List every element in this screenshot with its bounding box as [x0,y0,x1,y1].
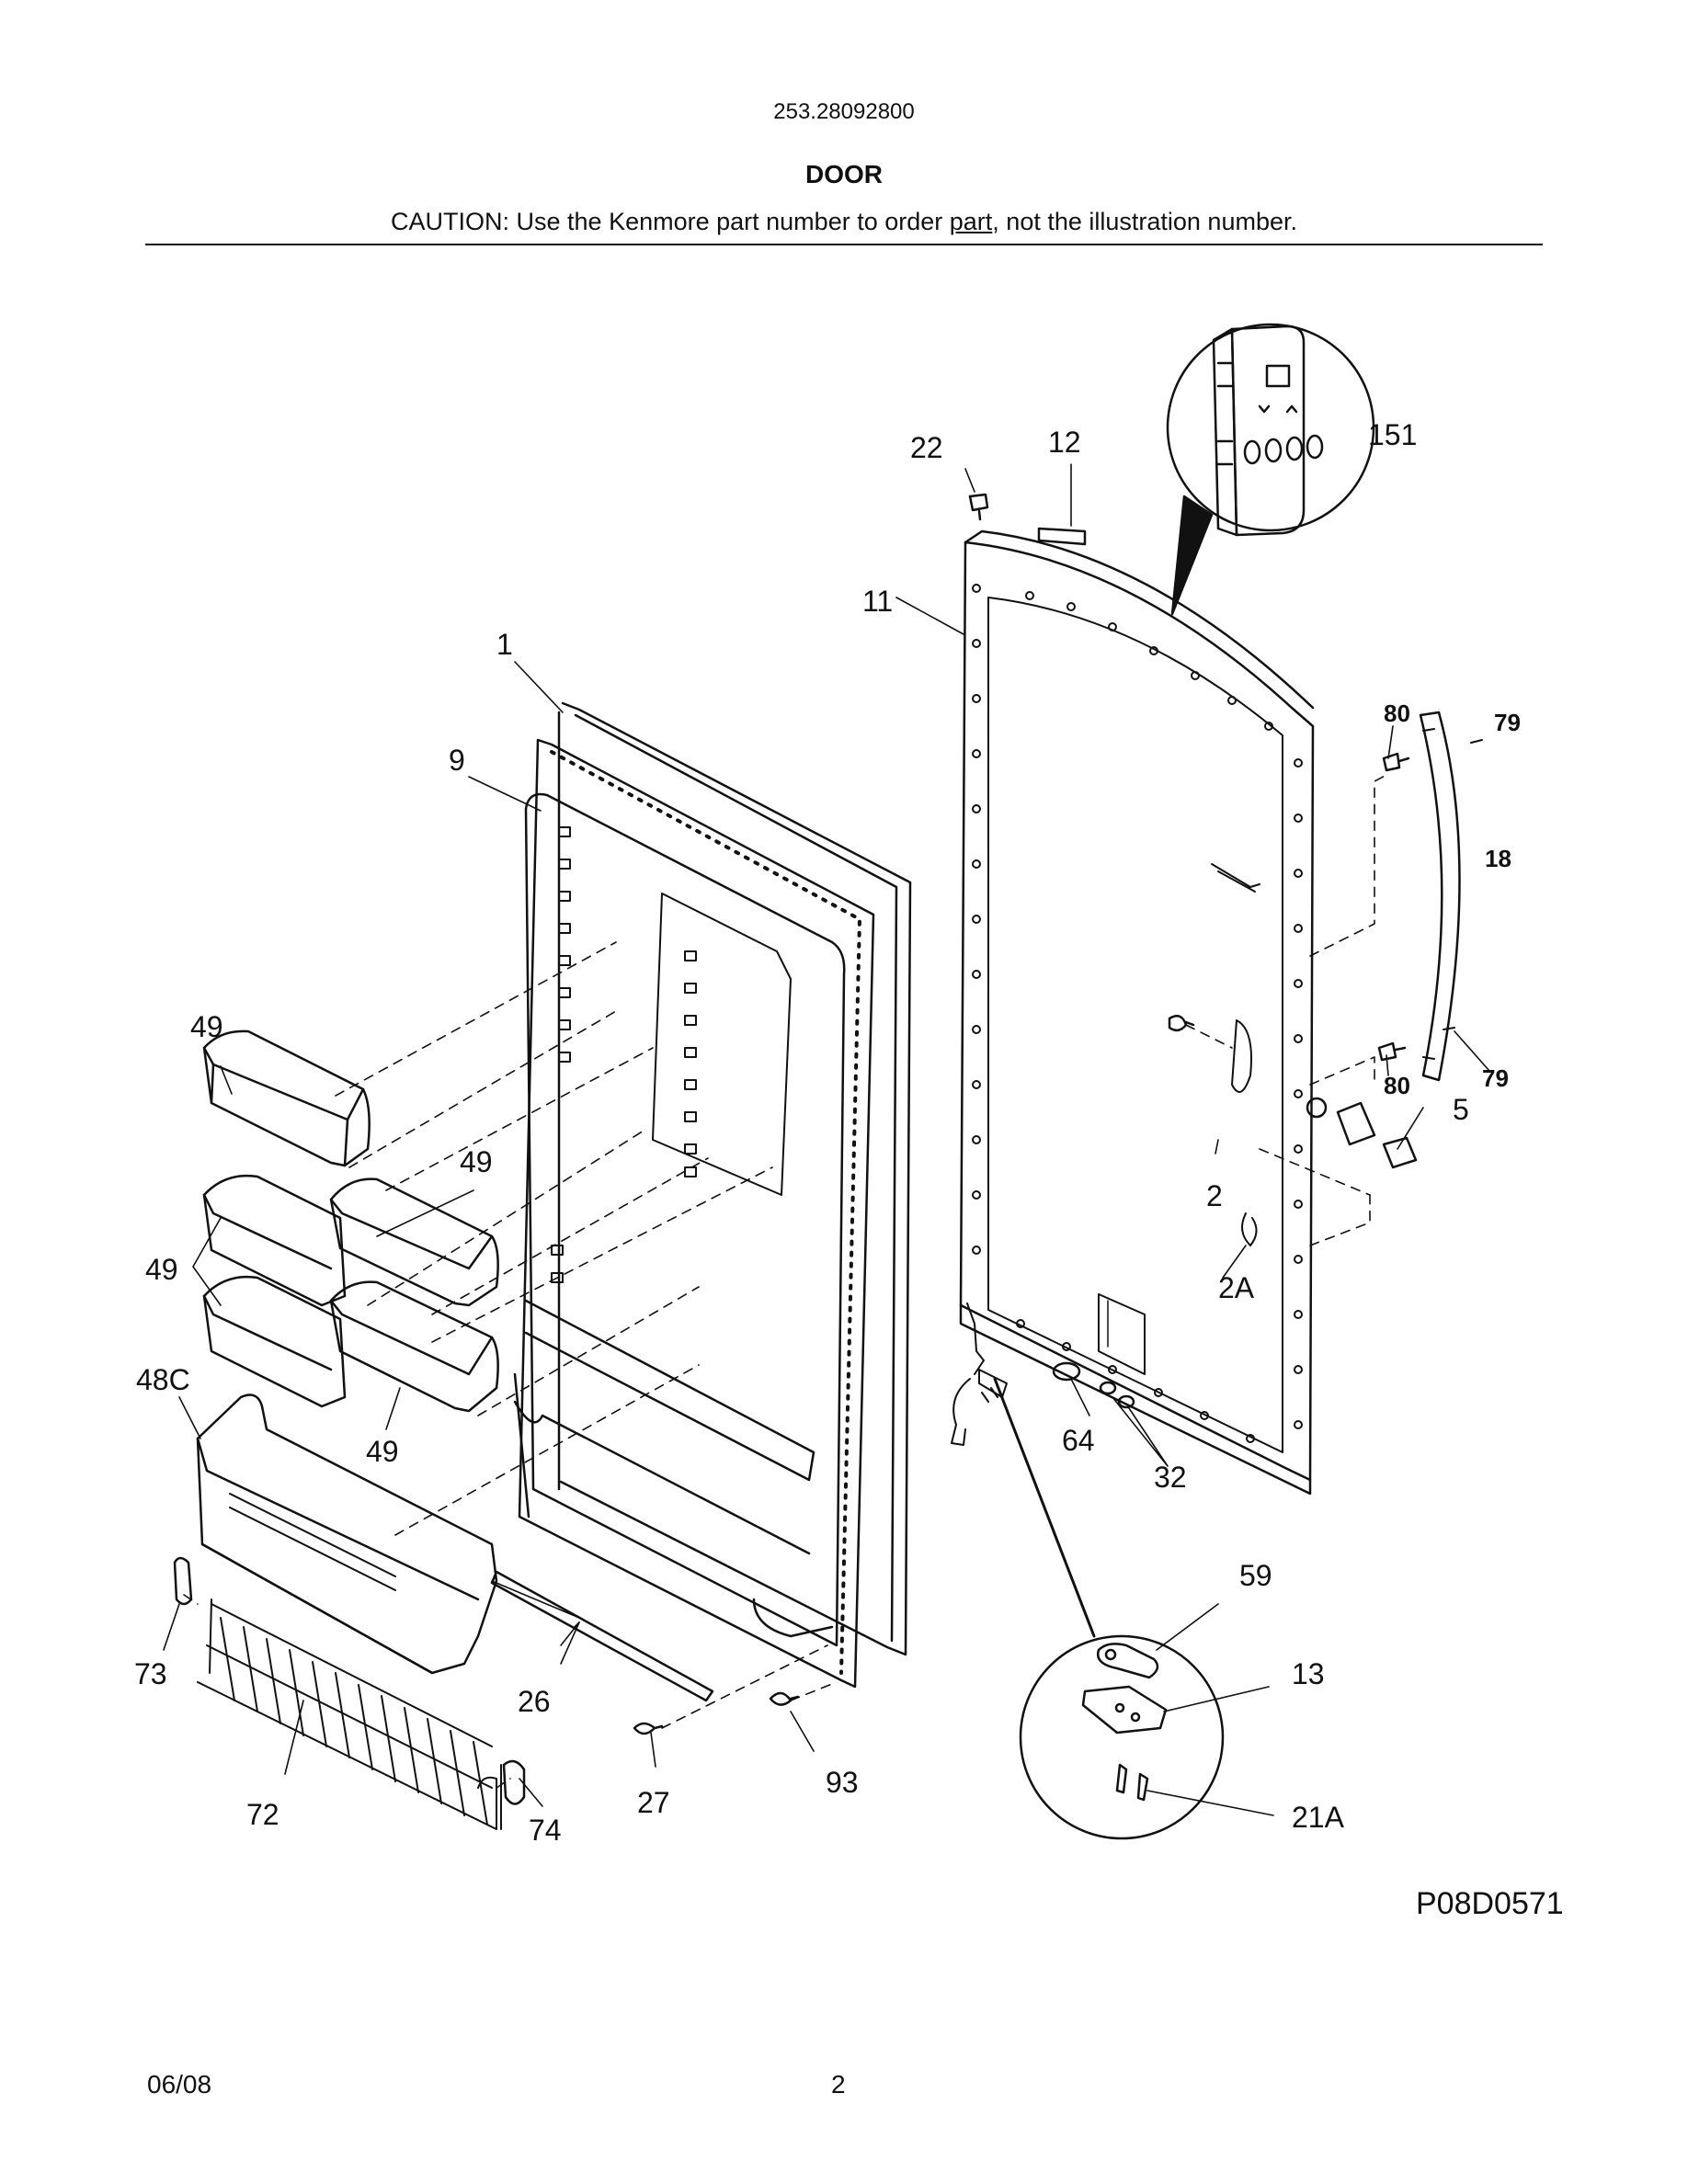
callout-49-left: 49 [145,1253,178,1286]
page-number: 2 [831,2070,846,2099]
door-wire-bracket [1211,863,1260,893]
end-cap-right [502,1759,526,1805]
callout-2: 2 [1206,1179,1223,1212]
handle-screw-bottom [1377,1041,1407,1062]
inset-leaders [1146,1603,1274,1816]
caution-text-post: , not the illustration number. [992,208,1297,235]
caution-part-word: part [949,208,993,235]
set-screw-bottom [1443,1027,1455,1030]
door-handle [1419,711,1461,1082]
callout-27: 27 [637,1786,670,1819]
door-bin-low-right [329,1280,499,1413]
plug-part-32b [1117,1394,1135,1409]
door-slot [1098,1293,1146,1375]
callout-5: 5 [1453,1093,1469,1126]
callout-leaders [163,463,1490,1807]
callout-72: 72 [246,1798,279,1831]
handle-screw-top [1382,752,1410,772]
liner-seal-edge [550,750,861,1675]
door-bin-large [196,1393,498,1675]
callout-79-bottom: 79 [1482,1064,1509,1092]
callout-9: 9 [449,744,465,777]
callout-labels: 1 9 11 22 12 151 80 79 18 80 79 5 2 2A 6… [134,418,1521,1847]
header-divider [145,244,1543,245]
callout-18: 18 [1485,845,1511,872]
callout-79-top: 79 [1494,709,1521,736]
wire-rack [197,1598,502,1830]
callout-22: 22 [910,431,943,464]
lock-assembly [1306,1097,1418,1169]
door-bin-mid-left [202,1175,347,1307]
callout-21A: 21A [1292,1801,1345,1834]
callout-48C: 48C [136,1363,190,1396]
figure-code: P08D0571 [1416,1886,1564,1921]
set-screw-top [1470,739,1483,744]
footer-date: 06/08 [147,2070,212,2099]
callout-80-bottom: 80 [1384,1072,1410,1099]
callout-64: 64 [1062,1424,1095,1457]
door-outer-panel [959,529,1315,1496]
callout-13: 13 [1292,1657,1325,1690]
liner-shelf-studs [551,826,697,1283]
door-screw-holes [972,584,1303,1443]
plug-part-32a [1099,1381,1117,1395]
inset-control-panel [1166,323,1375,537]
inset-pointer-line [993,1377,1096,1638]
callout-73: 73 [134,1657,167,1690]
door-bin-mid-right [329,1177,499,1307]
page-title: DOOR [805,160,883,188]
callout-1: 1 [496,628,513,661]
callout-151: 151 [1368,418,1417,451]
callout-49-mid: 49 [460,1145,493,1178]
door-liner [513,738,875,1689]
inset-hinge-parts [1019,1634,1225,1840]
screw-part-2 [1168,1014,1195,1032]
caution-note: CAUTION: Use the Kenmore part number to … [0,208,1688,236]
callout-74: 74 [529,1814,562,1847]
callout-93: 93 [826,1766,859,1799]
door-bin-low-left [202,1276,347,1408]
callout-12: 12 [1048,426,1081,459]
clip-part-2A [1241,1212,1258,1246]
screw-part-22 [968,493,989,521]
grommet-part-64 [1052,1361,1081,1382]
callout-49-top: 49 [190,1010,223,1043]
callout-80-top: 80 [1384,700,1410,727]
callout-32: 32 [1154,1461,1187,1494]
model-number: 253.28092800 [773,99,915,124]
callout-49-bottom: 49 [366,1435,399,1468]
trim-strip [490,1570,714,1702]
caution-text-pre: CAUTION: Use the Kenmore part number to … [391,208,950,235]
door-gasket [557,701,912,1656]
label-part-12 [1037,527,1087,546]
door-latch [1231,1019,1252,1093]
door-bin-top [202,1029,371,1167]
inset-pointer [1170,495,1214,616]
callout-11: 11 [862,585,893,618]
screw-part-93 [769,1691,800,1706]
assembly-guide-lines [183,773,1389,1789]
end-cap-left [173,1556,193,1606]
screw-part-27 [633,1722,664,1735]
callout-26: 26 [518,1685,551,1718]
callout-2A: 2A [1218,1271,1255,1304]
callout-59: 59 [1239,1559,1272,1592]
